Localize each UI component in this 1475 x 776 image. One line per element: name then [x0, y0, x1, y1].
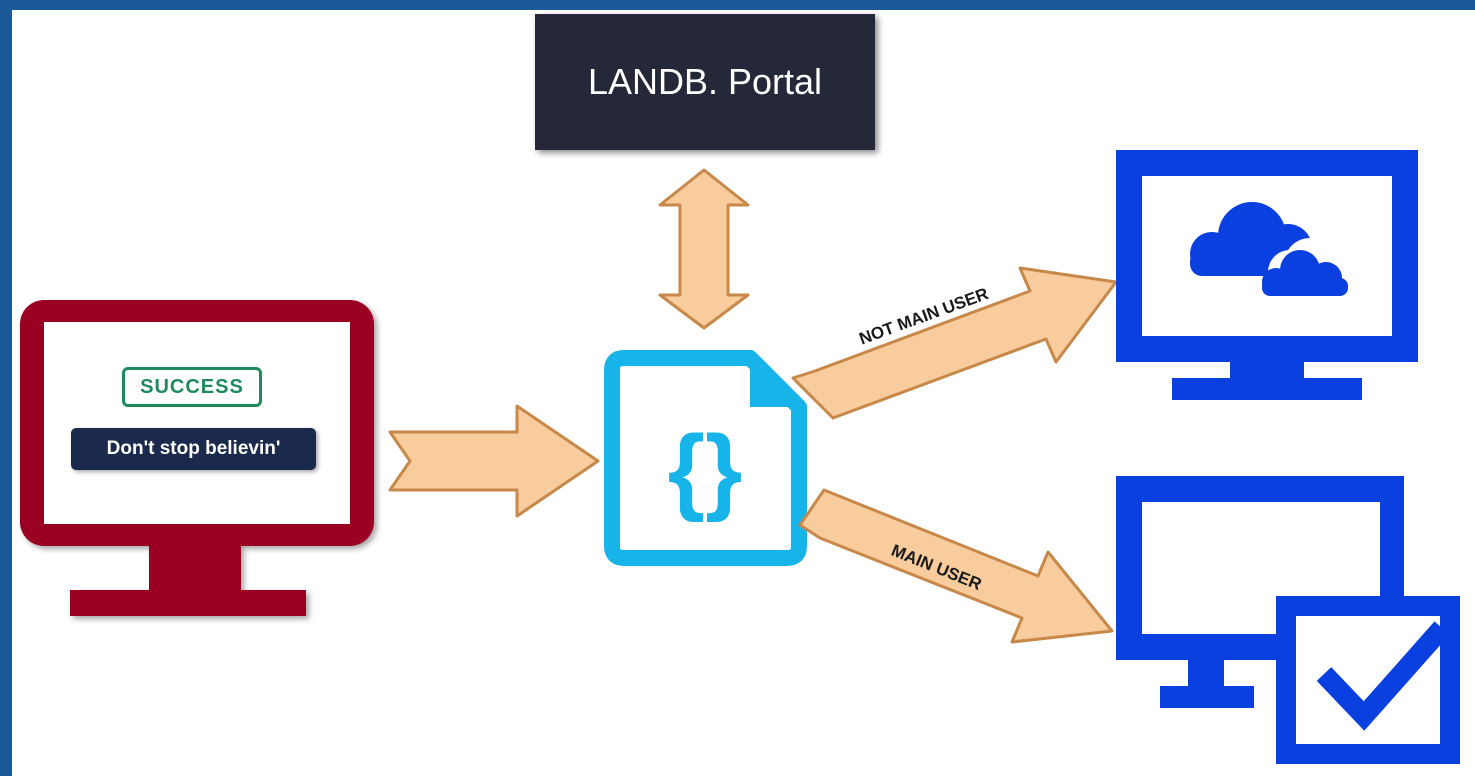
diagram-graphics: {} — [20, 150, 1460, 764]
svg-text:{}: {} — [668, 416, 743, 523]
not-main-user-arrow — [791, 266, 1118, 420]
cloud-monitor-icon — [1116, 150, 1418, 400]
request-arrow — [388, 404, 600, 518]
toast-message: Don't stop believin' — [71, 428, 316, 470]
checkmark-icon — [1316, 621, 1450, 731]
success-badge: SUCCESS — [122, 367, 262, 407]
small-cloud-icon — [1262, 238, 1352, 296]
diagram-canvas: {} — [12, 10, 1475, 776]
remote-desktop-check-icon — [1116, 476, 1460, 764]
portal-label: LANDB. Portal — [587, 61, 823, 102]
landb-portal-box: LANDB. Portal — [535, 14, 875, 150]
main-user-arrow — [798, 488, 1114, 644]
client-monitor-icon — [20, 300, 374, 616]
json-file-icon: {} — [604, 350, 807, 566]
portal-sync-arrow — [658, 168, 750, 330]
